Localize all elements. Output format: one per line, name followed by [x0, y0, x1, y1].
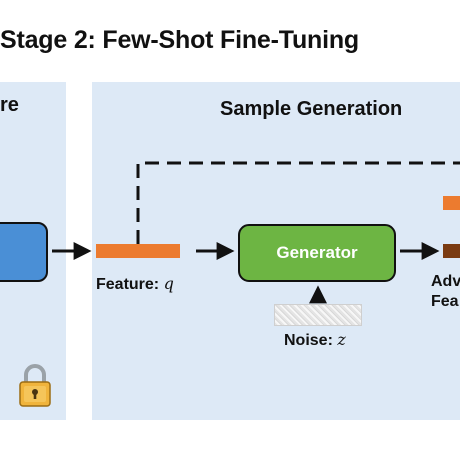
adversarial-label-line2: Fea	[431, 293, 459, 310]
left-panel-title: re	[0, 94, 19, 116]
noise-symbol: z	[337, 330, 346, 349]
feature-symbol: q	[163, 274, 174, 293]
feature-label-text: Feature:	[96, 276, 164, 293]
feature-vector-bar	[96, 244, 180, 258]
adversarial-label-line1: Adv	[431, 273, 460, 290]
adversarial-feature-bar-orange	[443, 196, 460, 210]
generator-label: Generator	[276, 243, 358, 262]
feedback-dashed-line	[136, 161, 460, 244]
lock-icon	[19, 364, 51, 407]
stage-title: Stage 2: Few-Shot Fine-Tuning	[0, 26, 359, 54]
noise-label: Noise: z	[284, 330, 346, 350]
adversarial-feature-bar-brown	[443, 244, 460, 258]
encoder-block	[0, 222, 48, 282]
sample-generation-title: Sample Generation	[220, 98, 403, 120]
noise-patch	[274, 304, 362, 326]
noise-label-text: Noise:	[284, 332, 338, 349]
adversarial-feature-label: Adv Fea	[431, 272, 460, 312]
feature-label: Feature: q	[96, 274, 174, 294]
generator-block: Generator	[238, 224, 396, 282]
